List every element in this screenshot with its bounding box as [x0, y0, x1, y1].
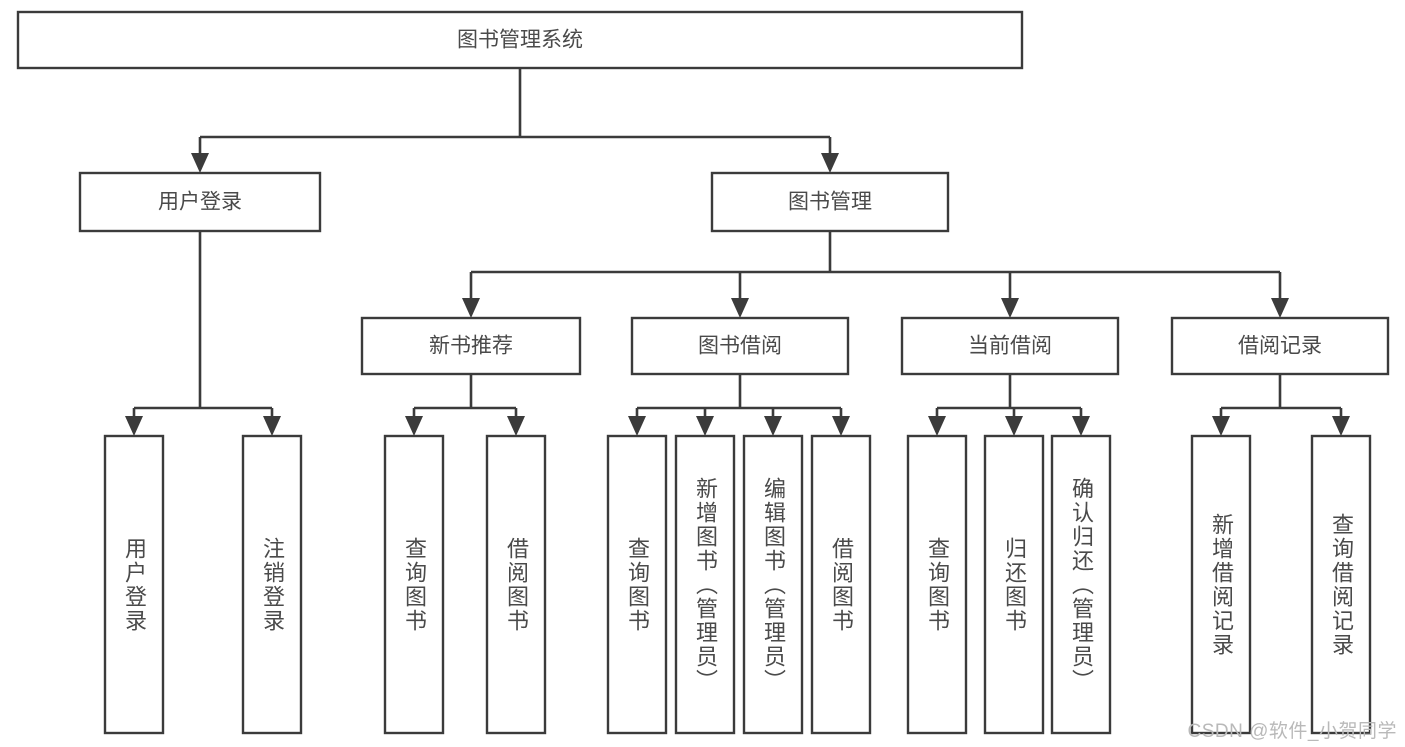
- arrow-down-icon: [1072, 416, 1090, 436]
- arrow-down-icon: [628, 416, 646, 436]
- node-leaf-confirm-return[interactable]: [1050, 434, 1112, 735]
- node-user-login[interactable]: [78, 171, 322, 233]
- arrow-down-icon: [928, 416, 946, 436]
- node-leaf-rec-borrow-book[interactable]: [485, 434, 547, 735]
- arrow-down-icon: [764, 416, 782, 436]
- node-leaf-edit-book[interactable]: [742, 434, 804, 735]
- box-layer: [16, 10, 1390, 735]
- node-root[interactable]: [16, 10, 1024, 70]
- node-current-borrow-label: 当前借阅: [968, 335, 1052, 358]
- node-book-manage-label: 图书管理: [788, 191, 872, 214]
- arrow-down-icon: [1005, 416, 1023, 436]
- node-leaf-bor-borrow-book[interactable]: [810, 434, 872, 735]
- arrow-down-icon: [125, 416, 143, 436]
- node-leaf-cur-query-book[interactable]: [906, 434, 968, 735]
- arrow-down-icon: [821, 153, 839, 173]
- arrow-down-icon: [731, 298, 749, 318]
- node-leaf-logout[interactable]: [241, 434, 303, 735]
- connector-layer: [125, 68, 1350, 436]
- node-book-manage[interactable]: [710, 171, 950, 233]
- arrow-down-icon: [1271, 298, 1289, 318]
- node-leaf-return-book[interactable]: [983, 434, 1045, 735]
- arrow-down-icon: [462, 298, 480, 318]
- watermark-text: CSDN @软件_小贺同学: [1187, 721, 1397, 742]
- arrow-down-icon: [1212, 416, 1230, 436]
- node-book-borrow[interactable]: [630, 316, 850, 376]
- node-leaf-query-record[interactable]: [1310, 434, 1372, 735]
- arrow-down-icon: [832, 416, 850, 436]
- node-borrow-record-label: 借阅记录: [1238, 335, 1322, 358]
- node-new-book-rec-label: 新书推荐: [429, 335, 513, 358]
- node-leaf-user-login[interactable]: [103, 434, 165, 735]
- node-borrow-record[interactable]: [1170, 316, 1390, 376]
- arrow-down-icon: [507, 416, 525, 436]
- arrow-down-icon: [405, 416, 423, 436]
- node-current-borrow[interactable]: [900, 316, 1120, 376]
- arrow-down-icon: [263, 416, 281, 436]
- arrow-down-icon: [1001, 298, 1019, 318]
- node-leaf-add-book[interactable]: [674, 434, 736, 735]
- node-book-borrow-label: 图书借阅: [698, 335, 782, 358]
- arrow-down-icon: [1332, 416, 1350, 436]
- node-new-book-rec[interactable]: [360, 316, 582, 376]
- node-leaf-add-record[interactable]: [1190, 434, 1252, 735]
- node-root-label: 图书管理系统: [457, 29, 583, 52]
- arrow-down-icon: [696, 416, 714, 436]
- node-user-login-label: 用户登录: [158, 191, 242, 214]
- node-leaf-bor-query-book[interactable]: [606, 434, 668, 735]
- arrow-down-icon: [191, 153, 209, 173]
- node-leaf-rec-query-book[interactable]: [383, 434, 445, 735]
